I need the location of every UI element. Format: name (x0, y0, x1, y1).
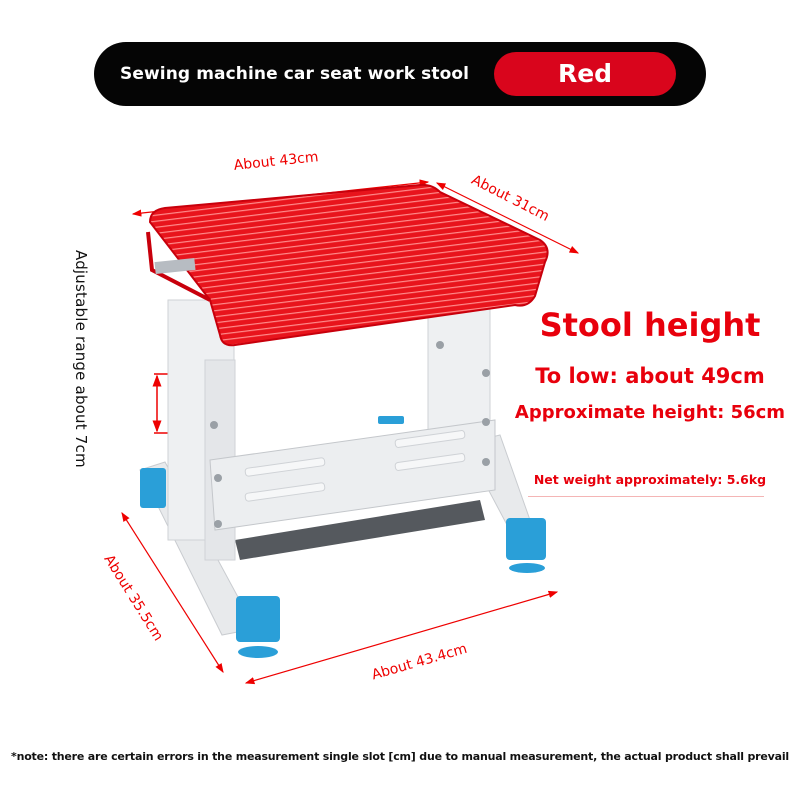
color-badge: Red (494, 52, 676, 96)
product-title: Sewing machine car seat work stool (120, 64, 470, 84)
base-depth-arrow (121, 511, 224, 674)
foot-cap-front-left (236, 596, 280, 642)
base-length-arrow (244, 590, 559, 685)
lowest-height: To low: about 49cm (535, 364, 765, 388)
measurement-note: *note: there are certain errors in the m… (11, 750, 789, 763)
foot-cap-front-right (506, 518, 546, 560)
weight-divider (528, 496, 764, 497)
stool-height-heading: Stool height (539, 306, 761, 344)
seat-width-arrow (435, 182, 580, 254)
adjustable-range-label: Adjustable range about 7cm (72, 250, 90, 468)
highest-height: Approximate height: 56cm (514, 402, 786, 423)
red-seat (148, 183, 549, 347)
title-banner: Sewing machine car seat work stool Red (94, 42, 706, 106)
net-weight: Net weight approximately: 5.6kg (533, 472, 767, 487)
